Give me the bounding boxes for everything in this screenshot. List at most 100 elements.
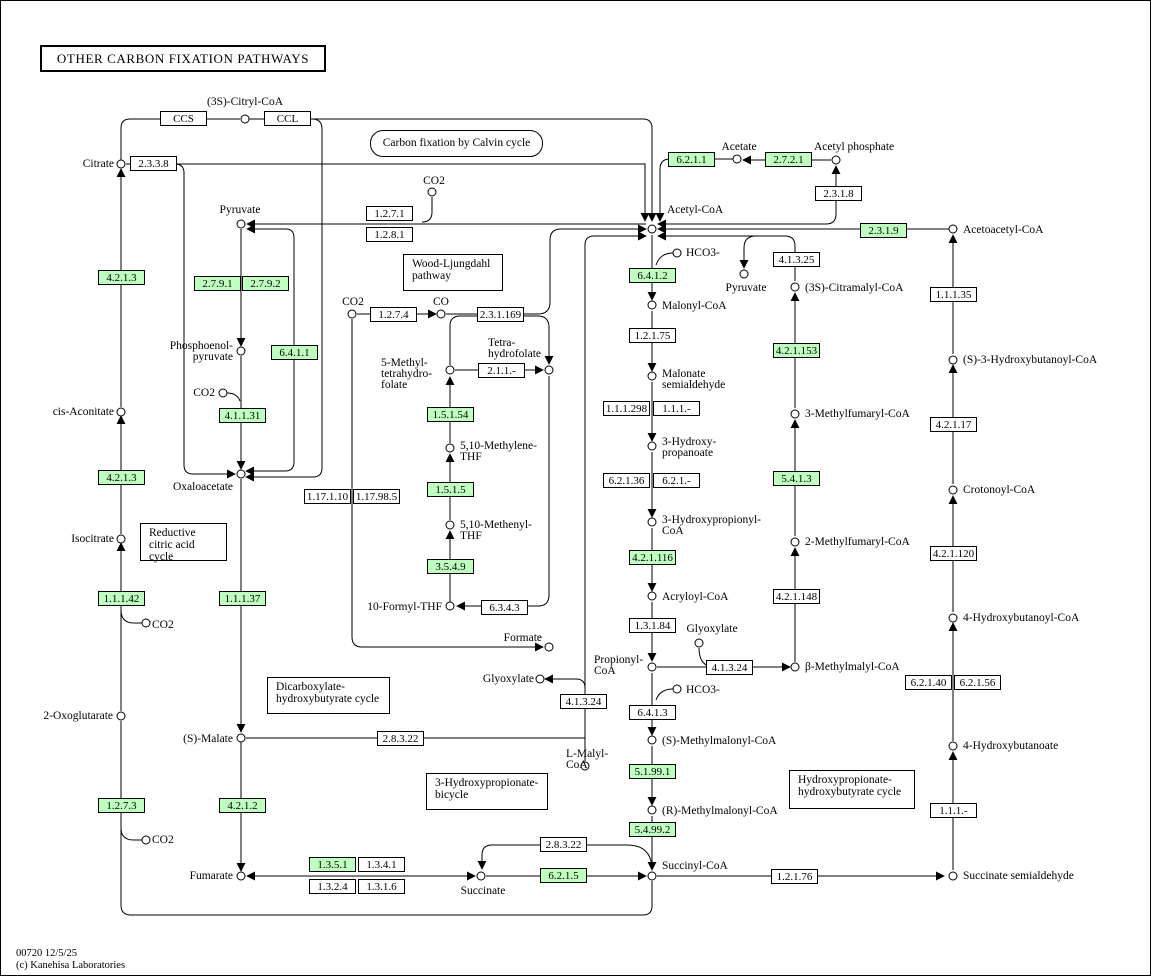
- label-hydroxybutanoate[interactable]: 4-Hydroxybutanoate: [963, 740, 1059, 752]
- link-calvin-cycle[interactable]: Carbon fixation by Calvin cycle: [370, 130, 543, 157]
- link-hp-hb-cycle[interactable]: Hydroxypropionate-hydroxybutyrate cycle: [789, 770, 915, 809]
- label-citrate[interactable]: Citrate: [82, 158, 114, 170]
- label-co2-e[interactable]: CO2: [342, 296, 364, 308]
- enzyme-5-1-99-1[interactable]: 5.1.99.1: [629, 764, 676, 779]
- enzyme-4-2-1-3-a[interactable]: 4.2.1.3: [98, 270, 145, 285]
- enzyme-ccl[interactable]: CCL: [264, 111, 311, 126]
- label-propionyl-coa[interactable]: Propionyl-CoA: [594, 654, 644, 677]
- enzyme-6-2-1-1[interactable]: 6.2.1.1: [668, 152, 715, 167]
- label-cis-aconitate[interactable]: cis-Aconitate: [52, 406, 114, 418]
- label-hydroxypropanoate[interactable]: 3-Hydroxy-propanoate: [662, 436, 717, 459]
- label-malonyl-coa[interactable]: Malonyl-CoA: [662, 300, 727, 312]
- enzyme-ccs[interactable]: CCS: [160, 111, 207, 126]
- enzyme-4-1-3-24-a[interactable]: 4.1.3.24: [560, 694, 607, 709]
- label-methylmalyl[interactable]: β-Methylmalyl-CoA: [805, 661, 900, 673]
- enzyme-1-17-98-5[interactable]: 1.17.98.5: [353, 489, 400, 504]
- enzyme-2-7-9-2[interactable]: 2.7.9.2: [242, 276, 289, 291]
- label-succinate[interactable]: Succinate: [460, 885, 506, 897]
- enzyme-1-1-1[interactable]: 1.1.1.-: [653, 401, 700, 416]
- link-reductive-tca[interactable]: Reductive citric acid cycle: [140, 523, 227, 563]
- label-hco3-b[interactable]: HCO3-: [686, 684, 720, 696]
- enzyme-6-2-1-56[interactable]: 6.2.1.56: [954, 675, 1001, 690]
- label-pyruvate[interactable]: Pyruvate: [219, 204, 261, 216]
- enzyme-6-3-4-3[interactable]: 6.3.4.3: [481, 600, 528, 615]
- label-acetyl-phosphate[interactable]: Acetyl phosphate: [814, 141, 895, 153]
- enzyme-6-2-1-36[interactable]: 6.2.1.36: [603, 473, 650, 488]
- enzyme-2-8-3-22-b[interactable]: 2.8.3.22: [540, 837, 587, 852]
- enzyme-6-4-1-2[interactable]: 6.4.1.2: [629, 268, 676, 283]
- enzyme-6-2-1-5[interactable]: 6.2.1.5: [540, 868, 587, 883]
- label-methylfumaryl[interactable]: 3-Methylfumaryl-CoA: [805, 408, 910, 420]
- label-malonate-sa[interactable]: Malonate semialdehyde: [662, 368, 726, 391]
- enzyme-2-3-1-8[interactable]: 2.3.1.8: [815, 186, 862, 201]
- enzyme-1-3-2-4[interactable]: 1.3.2.4: [309, 879, 356, 894]
- enzyme-1-1-1-42[interactable]: 1.1.1.42: [98, 591, 145, 606]
- enzyme-1-1-1-35[interactable]: 1.1.1.35: [930, 287, 977, 302]
- enzyme-6-4-1-3[interactable]: 6.4.1.3: [629, 705, 676, 720]
- enzyme-2-3-3-8[interactable]: 2.3.3.8: [130, 156, 177, 171]
- enzyme-1-5-1-54[interactable]: 1.5.1.54: [427, 407, 474, 422]
- label-oxaloacetate[interactable]: Oxaloacetate: [172, 481, 234, 493]
- enzyme-1-2-7-1[interactable]: 1.2.7.1: [366, 206, 413, 221]
- enzyme-4-2-1-17[interactable]: 4.2.1.17: [930, 417, 977, 432]
- enzyme-3-5-4-9[interactable]: 3.5.4.9: [427, 559, 474, 574]
- enzyme-4-2-1-3-b[interactable]: 4.2.1.3: [98, 470, 145, 485]
- label-succinate-sa[interactable]: Succinate semialdehyde: [963, 870, 1074, 882]
- link-wood-ljungdahl[interactable]: Wood-Ljungdahl pathway: [403, 254, 503, 291]
- label-acryloyl-coa[interactable]: Acryloyl-CoA: [662, 591, 729, 603]
- label-co2-a[interactable]: CO2: [423, 175, 445, 187]
- label-malyl-coa[interactable]: L-Malyl-CoA: [566, 748, 609, 771]
- enzyme-6-4-1-1[interactable]: 6.4.1.1: [271, 345, 318, 360]
- label-co2-d[interactable]: CO2: [152, 834, 174, 846]
- enzyme-5-4-1-3[interactable]: 5.4.1.3: [773, 471, 820, 486]
- enzyme-4-2-1-148[interactable]: 4.2.1.148: [773, 589, 820, 604]
- enzyme-1-2-8-1[interactable]: 1.2.8.1: [366, 227, 413, 242]
- enzyme-6-2-1-40[interactable]: 6.2.1.40: [905, 675, 952, 690]
- link-hp-bicycle[interactable]: 3-Hydroxypropionate-bicycle: [426, 773, 548, 810]
- label-hydroxybutanoyl[interactable]: (S)-3-Hydroxybutanoyl-CoA: [963, 354, 1098, 366]
- label-crotonoyl[interactable]: Crotonoyl-CoA: [963, 484, 1036, 496]
- enzyme-1-3-4-1[interactable]: 1.3.4.1: [358, 857, 405, 872]
- label-glyoxylate-a[interactable]: Glyoxylate: [482, 673, 534, 685]
- label-co[interactable]: CO: [433, 296, 449, 308]
- enzyme-1-3-1-6[interactable]: 1.3.1.6: [358, 879, 405, 894]
- enzyme-2-7-9-1[interactable]: 2.7.9.1: [194, 276, 241, 291]
- label-citryl-coa[interactable]: (3S)-Citryl-CoA: [206, 96, 284, 108]
- enzyme-2-3-1-169[interactable]: 2.3.1.169: [477, 307, 524, 322]
- label-formate[interactable]: Formate: [503, 632, 542, 644]
- enzyme-1-3-1-84[interactable]: 1.3.1.84: [629, 618, 676, 633]
- label-acetoacetyl[interactable]: Acetoacetyl-CoA: [963, 224, 1044, 236]
- enzyme-1-1-1-37[interactable]: 1.1.1.37: [219, 591, 266, 606]
- label-acetate[interactable]: Acetate: [721, 141, 757, 153]
- label-methyl-thf[interactable]: 5-Methyl-tetrahydro-folate: [381, 357, 433, 391]
- label-isocitrate[interactable]: Isocitrate: [71, 533, 114, 545]
- label-hydroxypropionyl-coa[interactable]: 3-Hydroxypropionyl-CoA: [662, 514, 762, 537]
- label-glyoxylate-b[interactable]: Glyoxylate: [686, 623, 738, 635]
- label-co2-c[interactable]: CO2: [152, 619, 174, 631]
- enzyme-4-1-3-24-b[interactable]: 4.1.3.24: [706, 660, 753, 675]
- enzyme-4-2-1-153[interactable]: 4.2.1.153: [773, 343, 820, 358]
- enzyme-4-1-1-31[interactable]: 4.1.1.31: [219, 408, 266, 423]
- label-pyruvate-b[interactable]: Pyruvate: [725, 282, 767, 294]
- label-co2-b[interactable]: CO2: [193, 387, 215, 399]
- label-formyl-thf[interactable]: 10-Formyl-THF: [367, 601, 442, 613]
- label-succinyl-coa[interactable]: Succinyl-CoA: [662, 860, 728, 872]
- label-hydroxybutanoyl4[interactable]: 4-Hydroxybutanoyl-CoA: [963, 612, 1080, 624]
- enzyme-1-2-7-4[interactable]: 1.2.7.4: [370, 307, 417, 322]
- enzyme-1-3-5-1[interactable]: 1.3.5.1: [309, 857, 356, 872]
- label-methylene-thf[interactable]: 5,10-Methylene-THF: [460, 440, 537, 463]
- label-thf[interactable]: Tetra-hydrofolate: [488, 337, 542, 360]
- label-oxoglutarate[interactable]: 2-Oxoglutarate: [43, 710, 113, 722]
- enzyme-2-8-3-22-a[interactable]: 2.8.3.22: [377, 731, 424, 746]
- enzyme-1-2-7-3[interactable]: 1.2.7.3: [98, 798, 145, 813]
- label-fumarate[interactable]: Fumarate: [189, 870, 233, 882]
- enzyme-1-17-1-10[interactable]: 1.17.1.10: [304, 489, 351, 504]
- label-acetyl-coa[interactable]: Acetyl-CoA: [667, 204, 724, 216]
- label-r-methylmalonyl[interactable]: (R)-Methylmalonyl-CoA: [662, 805, 778, 817]
- label-hco3-a[interactable]: HCO3-: [686, 247, 720, 259]
- enzyme-6-2-1[interactable]: 6.2.1.-: [653, 473, 700, 488]
- enzyme-4-1-3-25[interactable]: 4.1.3.25: [773, 252, 820, 267]
- enzyme-4-2-1-2[interactable]: 4.2.1.2: [219, 798, 266, 813]
- label-s-methylmalonyl[interactable]: (S)-Methylmalonyl-CoA: [662, 735, 777, 747]
- link-dicarboxylate-cycle[interactable]: Dicarboxylate-hydroxybutyrate cycle: [267, 677, 390, 714]
